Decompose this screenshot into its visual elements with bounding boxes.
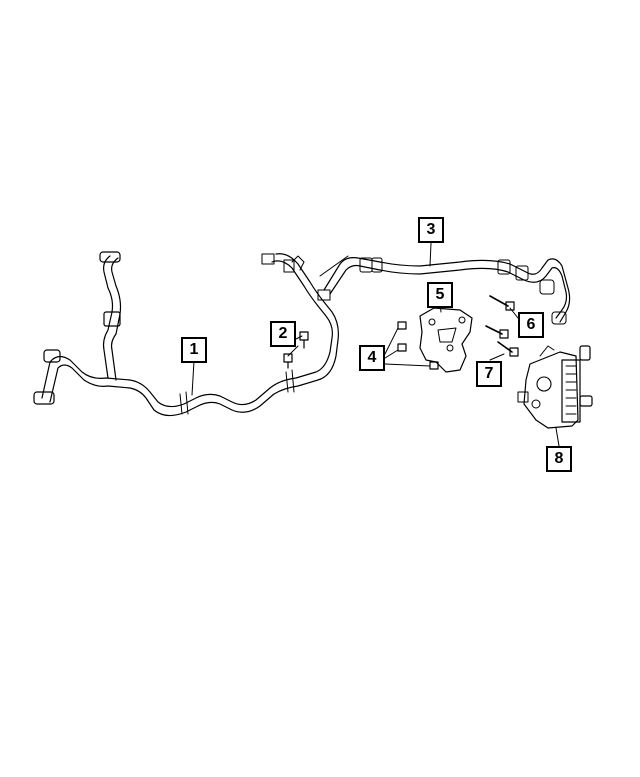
callout-7: 7 <box>476 361 502 387</box>
hose-part-3 <box>320 256 570 325</box>
callout-2: 2 <box>270 321 296 347</box>
callout-3: 3 <box>418 217 444 243</box>
callout-4: 4 <box>359 345 385 371</box>
bracket-part-5 <box>420 308 472 372</box>
bolts-part-6 <box>486 296 515 339</box>
callout-1: 1 <box>181 337 207 363</box>
callout-6: 6 <box>518 312 544 338</box>
fasteners-part-4 <box>397 321 439 370</box>
oil-cooler-part-8 <box>517 345 593 428</box>
bolt-part-2 <box>283 331 309 368</box>
callout-8: 8 <box>546 446 572 472</box>
hose-assembly-part-1 <box>33 251 338 416</box>
bolt-part-7 <box>498 342 519 357</box>
callout-5: 5 <box>427 282 453 308</box>
